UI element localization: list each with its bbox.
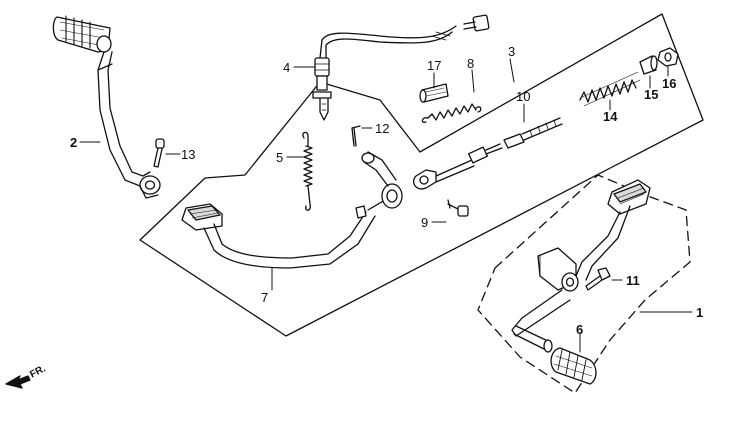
sleeve-17: [419, 83, 449, 103]
pin-12: [351, 125, 361, 147]
callout-4: 4: [283, 60, 290, 75]
bolt-13: [153, 138, 165, 168]
spring-5: [302, 131, 313, 211]
callout-17: 17: [427, 58, 441, 73]
kick-starter-arm: [52, 15, 161, 199]
callout-11: 11: [626, 273, 640, 288]
brake-pedal: [181, 151, 403, 269]
callout-2: 2: [70, 135, 77, 150]
bolt-9: [447, 199, 469, 217]
callout-14: 14: [603, 109, 618, 124]
gearshift-pedal: [511, 179, 651, 353]
brake-rod-10: [412, 117, 563, 190]
callout-3: 3: [508, 44, 515, 59]
callout-1: 1: [696, 305, 703, 320]
front-arrow-icon: [5, 375, 31, 389]
spring-8: [421, 103, 482, 123]
collar-15: [639, 55, 658, 75]
callout-12: 12: [375, 121, 389, 136]
callout-5: 5: [276, 150, 283, 165]
front-label: FR.: [28, 363, 48, 380]
callout-8: 8: [467, 56, 474, 71]
callout-9: 9: [421, 215, 428, 230]
leader-lines: [79, 58, 693, 353]
assembly-outline-3: [139, 13, 704, 337]
footpeg-rubber-6: [550, 347, 597, 385]
callout-15: 15: [644, 87, 658, 102]
callout-10: 10: [516, 89, 530, 104]
nut-16: [657, 47, 679, 67]
switch-cable: [312, 14, 490, 121]
bolt-11: [585, 267, 611, 291]
callout-7: 7: [261, 290, 268, 305]
spring-14: [579, 71, 641, 107]
callout-13: 13: [181, 147, 195, 162]
callout-16: 16: [662, 76, 676, 91]
callout-6: 6: [576, 322, 583, 337]
